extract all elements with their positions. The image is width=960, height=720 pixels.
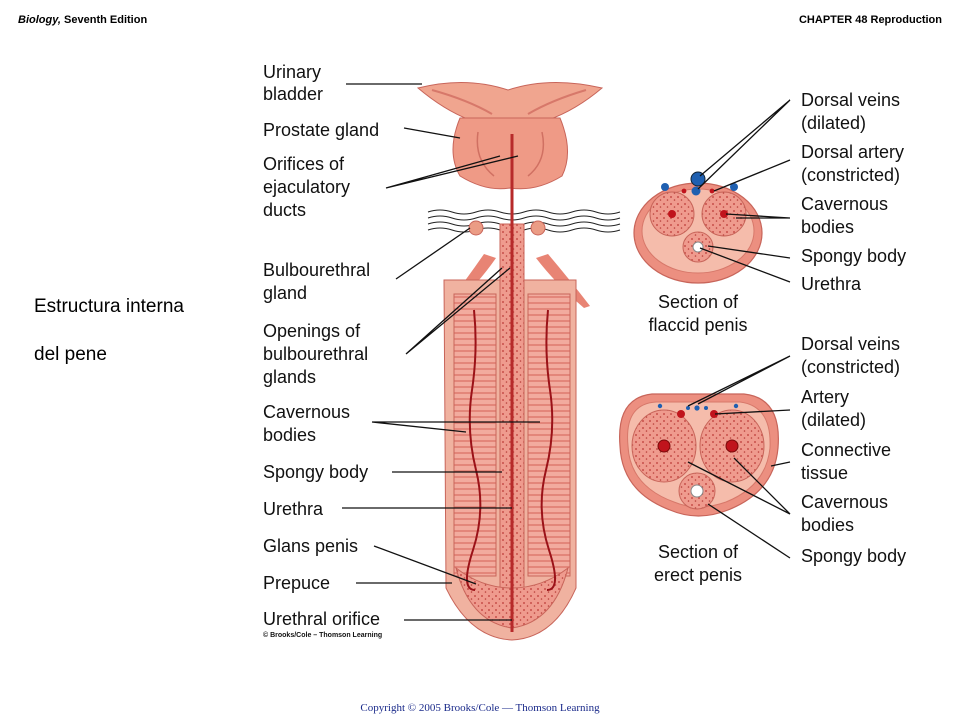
- erect-label-cavernous-2: bodies: [801, 515, 854, 535]
- flaccid-label-urethra: Urethra: [801, 274, 862, 294]
- flaccid-cross-section: Dorsal veins (dilated) Dorsal artery (co…: [633, 90, 906, 335]
- flaccid-label-dorsal-artery-2: (constricted): [801, 165, 900, 185]
- book-header: Biology, Seventh Edition: [18, 14, 147, 26]
- label-urethral-orifice: Urethral orifice: [263, 609, 380, 629]
- label-urinary-bladder-1: Urinary: [263, 62, 321, 82]
- erect-label-dorsal-veins-2: (constricted): [801, 357, 900, 377]
- flaccid-urethra: [692, 241, 704, 253]
- label-bulbourethral-2: gland: [263, 283, 307, 303]
- erect-caption-1: Section of: [658, 542, 739, 562]
- left-cavernous-artery: [466, 309, 482, 591]
- book-edition: Seventh Edition: [60, 14, 148, 26]
- right-cavernous-body: [527, 293, 571, 577]
- prostate-gland: [452, 117, 568, 190]
- label-urinary-bladder-2: bladder: [263, 84, 323, 104]
- label-orifices-1: Orifices of: [263, 154, 345, 174]
- label-openings-3: glands: [263, 367, 316, 387]
- chapter-header: CHAPTER 48 Reproduction: [798, 14, 942, 26]
- label-prostate-gland: Prostate gland: [263, 120, 379, 140]
- longitudinal-section: Urinary bladder Prostate gland Orifices …: [263, 62, 621, 641]
- label-orifices-2: ejaculatory: [263, 177, 350, 197]
- label-openings-2: bulbourethral: [263, 344, 368, 364]
- erect-label-connective-1: Connective: [801, 440, 891, 460]
- flaccid-label-cavernous-1: Cavernous: [801, 194, 888, 214]
- erect-cross-section: Dorsal veins (constricted) Artery (dilat…: [619, 334, 906, 585]
- erect-label-connective-2: tissue: [801, 463, 848, 483]
- flaccid-caption-2: flaccid penis: [648, 315, 747, 335]
- erect-urethra: [690, 484, 704, 498]
- erect-label-cavernous-1: Cavernous: [801, 492, 888, 512]
- side-title-line-2: del pene: [34, 344, 107, 365]
- erect-label-artery-1: Artery: [801, 387, 849, 407]
- flaccid-label-dorsal-veins-1: Dorsal veins: [801, 90, 900, 110]
- left-bulbourethral-gland: [468, 220, 484, 236]
- flaccid-label-dorsal-artery-1: Dorsal artery: [801, 142, 904, 162]
- right-bulbourethral-gland: [530, 220, 546, 236]
- urinary-bladder: [416, 82, 604, 121]
- label-cavernous-bodies-2: bodies: [263, 425, 316, 445]
- label-urethra: Urethra: [263, 499, 324, 519]
- flaccid-label-dorsal-veins-2: (dilated): [801, 113, 866, 133]
- copyright-footer: Copyright © 2005 Brooks/Cole — Thomson L…: [360, 702, 600, 714]
- erect-right-artery: [725, 439, 739, 453]
- erect-label-artery-2: (dilated): [801, 410, 866, 430]
- erect-caption-2: erect penis: [654, 565, 742, 585]
- flaccid-dorsal-artery: [681, 188, 687, 194]
- erect-label-dorsal-veins-1: Dorsal veins: [801, 334, 900, 354]
- flaccid-label-cavernous-2: bodies: [801, 217, 854, 237]
- label-orifices-3: ducts: [263, 200, 306, 220]
- erect-label-spongy-body: Spongy body: [801, 546, 906, 566]
- erect-left-artery: [657, 439, 671, 453]
- figure-credit: © Brooks/Cole – Thomson Learning: [263, 631, 382, 639]
- label-glans-penis: Glans penis: [263, 536, 358, 556]
- right-cavernous-artery: [540, 309, 556, 591]
- flaccid-label-spongy-body: Spongy body: [801, 246, 906, 266]
- label-cavernous-bodies-1: Cavernous: [263, 402, 350, 422]
- label-spongy-body: Spongy body: [263, 462, 368, 482]
- label-bulbourethral-1: Bulbourethral: [263, 260, 370, 280]
- side-title-line-1: Estructura interna: [34, 296, 184, 317]
- book-title: Biology,: [18, 14, 61, 26]
- label-prepuce: Prepuce: [263, 573, 330, 593]
- flaccid-caption-1: Section of: [658, 292, 739, 312]
- label-openings-1: Openings of: [263, 321, 361, 341]
- erect-dorsal-vein: [694, 405, 700, 411]
- penis-anatomy-figure: Urinary bladder Prostate gland Orifices …: [263, 62, 906, 641]
